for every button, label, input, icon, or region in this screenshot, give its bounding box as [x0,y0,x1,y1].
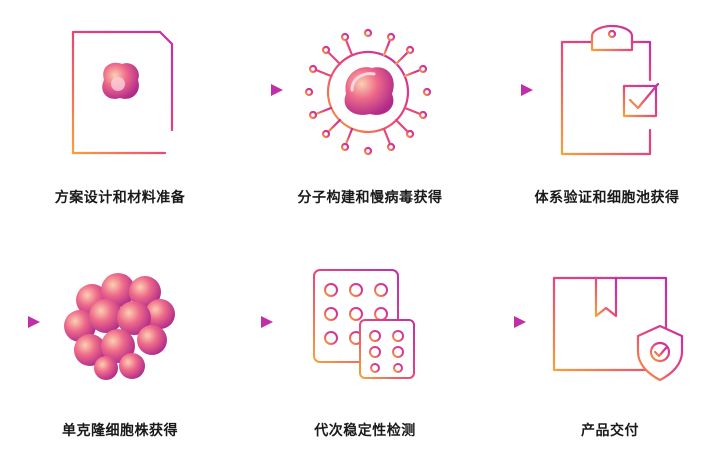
step-5-label: 代次稳定性检测 [314,423,416,439]
step-2-label: 分子构建和慢病毒获得 [297,190,443,206]
arrow-3-4 [0,316,40,328]
arrow-5-6 [448,316,526,328]
virus-core [344,67,394,115]
clipboard-check-icon [560,24,660,156]
cell-blob [102,62,139,99]
step-1-label: 方案设计和材料准备 [54,190,186,206]
step-6-label: 产品交付 [581,423,639,439]
step-4-label: 单克隆细胞株获得 [62,423,178,439]
document-cell-icon [71,30,180,155]
arrow-2-3 [455,84,533,96]
arrow-1-2 [205,84,283,96]
step-3-label: 体系验证和细胞池获得 [534,190,680,206]
box-shield-icon [552,276,684,382]
pill-blister-icon [303,254,431,390]
arrow-4-5 [195,316,273,328]
cell-cluster-icon [64,273,175,380]
virus-icon [304,28,432,156]
